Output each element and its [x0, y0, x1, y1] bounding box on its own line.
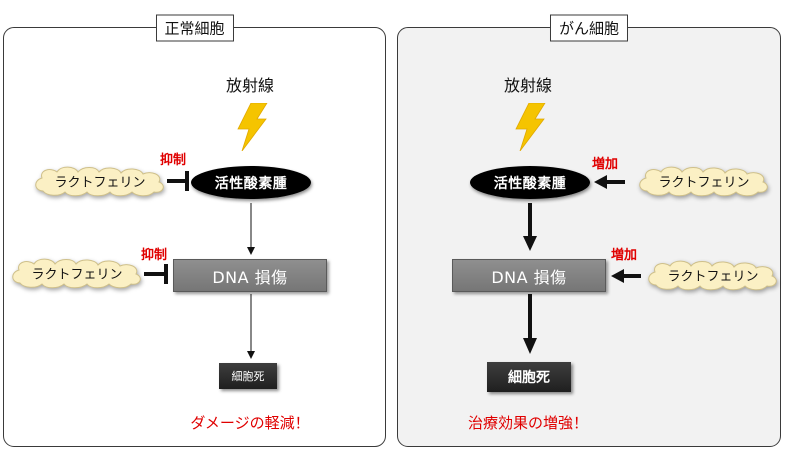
cancer-effect-label-1: 増加 [592, 157, 619, 172]
normal-cell-death-node: 細胞死 [219, 363, 277, 389]
cancer-lactoferrin-label-1: ラクトフェリン [658, 175, 750, 191]
cancer-radiation-label: 放射線 [503, 76, 553, 95]
normal-lactoferrin-cloud-2 [12, 258, 141, 289]
normal-lactoferrin-label-1: ラクトフェリン [54, 175, 146, 191]
cancer-lactoferrin-cloud-2 [648, 260, 777, 291]
cancer-lactoferrin-cloud-1 [639, 166, 768, 197]
cancer-conclusion: 治療効果の増強！ [467, 414, 589, 432]
normal-effect-label-2: 抑制 [141, 248, 168, 263]
normal-lactoferrin-cloud-1 [35, 166, 164, 197]
normal-cell-panel: 正常細胞 [3, 14, 386, 447]
normal-conclusion: ダメージの軽減！ [190, 414, 310, 432]
normal-cell-title: 正常細胞 [155, 14, 234, 42]
normal-effect-label-1: 抑制 [160, 153, 187, 168]
normal-lightning-icon [237, 103, 268, 151]
cancer-effect-label-2: 増加 [611, 248, 638, 263]
cancer-cell-panel: がん細胞 [397, 14, 781, 447]
normal-lactoferrin-label-2: ラクトフェリン [31, 267, 123, 283]
normal-radiation-label: 放射線 [225, 76, 275, 95]
cancer-cell-title: がん細胞 [549, 14, 629, 42]
normal-ros-node: 活性酸素腫 [191, 166, 311, 199]
cancer-lactoferrin-label-2: ラクトフェリン [667, 269, 759, 285]
cancer-lightning-icon [515, 103, 546, 151]
normal-dna-damage-node: DNA 損傷 [173, 259, 327, 292]
cancer-ros-node: 活性酸素腫 [470, 166, 590, 199]
cancer-dna-damage-node: DNA 損傷 [452, 259, 606, 292]
cancer-cell-death-node: 細胞死 [487, 362, 571, 392]
